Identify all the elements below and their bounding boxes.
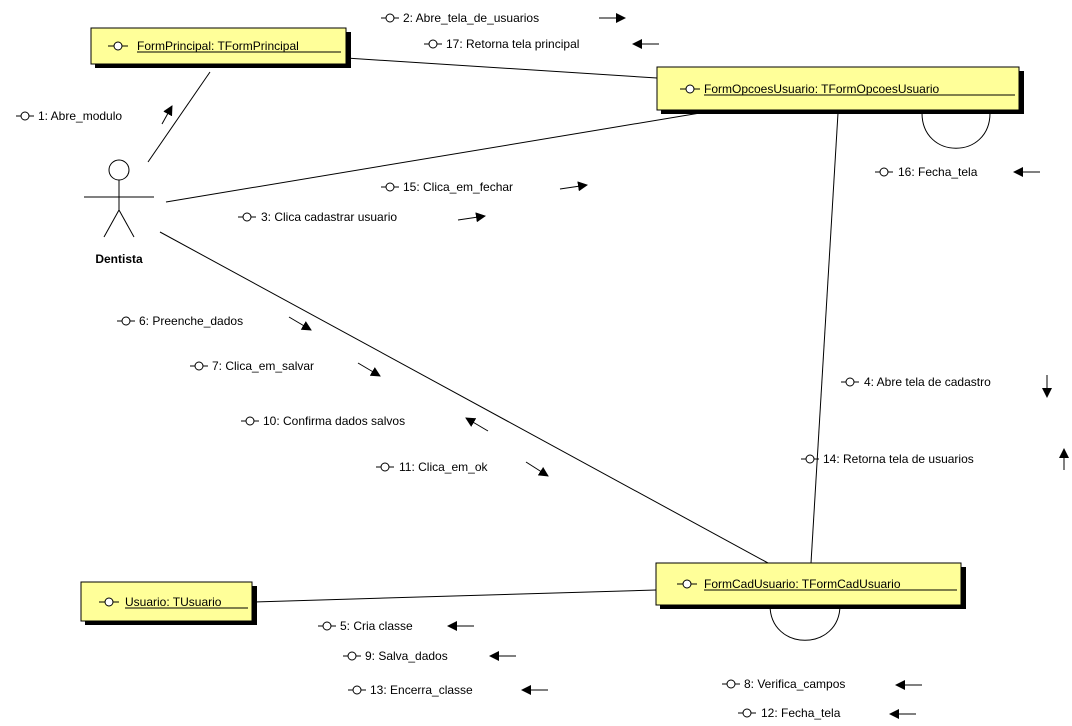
object-formprincipal[interactable]: FormPrincipal: TFormPrincipal [90,27,351,68]
message-arrow [161,105,173,125]
message-13[interactable]: 13: Encerra_classe [348,683,548,697]
message-icon [117,316,135,326]
message-arrow [525,461,549,477]
message-label: 13: Encerra_classe [370,683,473,697]
actor-head [108,159,130,181]
object-usuario[interactable]: Usuario: TUsuario [80,581,257,625]
message-17[interactable]: 17: Retorna tela principal [424,37,659,51]
message-icon [348,685,366,695]
message-6[interactable]: 6: Preenche_dados [117,314,312,331]
message-14[interactable]: 14: Retorna tela de usuarios [801,448,1069,470]
object-icon [99,597,119,607]
object-name: FormPrincipal: TFormPrincipal [137,39,299,53]
message-9[interactable]: 9: Salva_dados [343,649,516,663]
message-2[interactable]: 2: Abre_tela_de_usuarios [381,11,626,25]
message-arrow [288,316,312,331]
message-icon [841,377,859,387]
message-label: 2: Abre_tela_de_usuarios [403,11,539,25]
message-label: 6: Preenche_dados [139,314,243,328]
message-arrow [357,362,381,377]
message-label: 10: Confirma dados salvos [263,414,405,428]
message-icon [238,212,256,222]
message-icon [190,361,208,371]
message-label: 12: Fecha_tela [761,706,841,720]
message-label: 14: Retorna tela de usuarios [823,452,974,466]
actor-right-leg [118,209,135,238]
message-label: 11: Clica_em_ok [399,460,488,474]
message-label: 15: Clica_em_fechar [403,180,513,194]
actor-left-leg [103,209,120,238]
self-loop-formcad [769,604,841,641]
message-icon [424,39,442,49]
message-icon [801,454,819,464]
message-icon [376,462,394,472]
object-name: FormCadUsuario: TFormCadUsuario [704,577,901,591]
message-4[interactable]: 4: Abre tela de cadastro [841,375,1052,398]
message-12[interactable]: 12: Fecha_tela [738,706,916,720]
message-3[interactable]: 3: Clica cadastrar usuario [238,210,486,224]
message-10[interactable]: 10: Confirma dados salvos [241,414,489,432]
link-actor-formopcoes [165,112,701,203]
message-label: 17: Retorna tela principal [446,37,579,51]
object-icon [108,41,128,51]
message-label: 4: Abre tela de cadastro [864,375,991,389]
message-icon [381,13,399,23]
message-icon [738,708,756,718]
link-formopcoes-formcad [810,112,839,564]
message-11[interactable]: 11: Clica_em_ok [376,460,549,477]
link-actor-formcad [159,231,769,564]
message-arrow [559,181,588,192]
message-arrow [465,417,489,432]
message-label: 7: Clica_em_salvar [212,359,314,373]
object-formcadusuario[interactable]: FormCadUsuario: TFormCadUsuario [655,562,966,609]
link-usuario-formcad [251,589,657,603]
message-icon [381,182,399,192]
message-icon [722,679,740,689]
message-5[interactable]: 5: Cria classe [318,619,474,633]
message-icon [318,621,336,631]
message-label: 8: Verifica_campos [744,677,845,691]
message-label: 3: Clica cadastrar usuario [261,210,397,224]
actor-name: Dentista [95,252,143,266]
message-icon [875,167,893,177]
message-label: 1: Abre_modulo [38,109,122,123]
message-15[interactable]: 15: Clica_em_fechar [381,180,588,194]
link-actor-formprincipal [147,71,211,163]
object-icon [677,579,697,589]
message-16[interactable]: 16: Fecha_tela [875,165,1040,179]
object-icon [680,84,700,94]
link-formprincipal-formopcoes [345,57,658,79]
message-label: 9: Salva_dados [365,649,448,663]
object-name: FormOpcoesUsuario: TFormOpcoesUsuario [704,82,940,96]
message-8[interactable]: 8: Verifica_campos [722,677,922,691]
message-label: 5: Cria classe [340,619,413,633]
message-label: 16: Fecha_tela [898,165,978,179]
message-icon [343,651,361,661]
actor-dentista[interactable]: Dentista [84,159,154,266]
object-formopcoesusuario[interactable]: FormOpcoesUsuario: TFormOpcoesUsuario [656,66,1024,114]
links [147,57,991,641]
message-icon [241,416,259,426]
self-loop-formopcoes [921,112,991,149]
message-1[interactable]: 1: Abre_modulo [16,105,173,125]
message-icon [16,111,34,121]
object-name: Usuario: TUsuario [125,595,222,609]
message-arrow [457,212,486,223]
message-7[interactable]: 7: Clica_em_salvar [190,359,381,377]
